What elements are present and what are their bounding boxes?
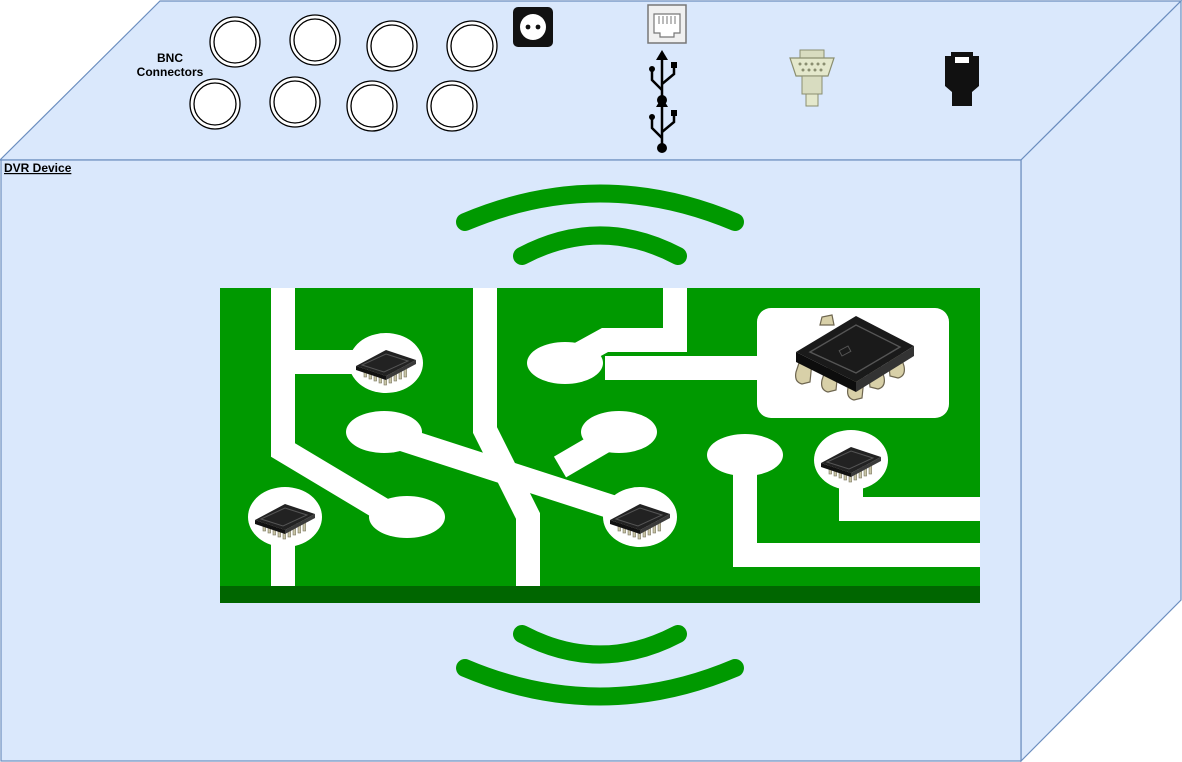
vga-serial-port-icon: [789, 49, 835, 107]
bnc-label-line2: Connectors: [137, 65, 204, 79]
bnc-connector: [269, 76, 321, 128]
ic-chip: [348, 332, 424, 394]
main-processor-chip: [757, 308, 949, 418]
ethernet-rj45-icon: [647, 4, 687, 44]
circuit-board: [220, 288, 980, 603]
wireless-signal-icon: [456, 625, 744, 706]
power-socket-icon: [513, 7, 553, 47]
circuit-pads: [346, 342, 783, 538]
bnc-connector: [346, 80, 398, 132]
bnc-connector: [209, 16, 261, 68]
ic-chip: [602, 486, 678, 548]
board-edge: [220, 586, 980, 603]
bnc-connector: [189, 78, 241, 130]
ic-chip: [813, 429, 889, 491]
hdmi-port-icon: [945, 52, 979, 106]
bnc-connector: [446, 20, 498, 72]
bnc-connector: [366, 20, 418, 72]
bnc-connector: [289, 14, 341, 66]
wireless-signal-icon: [456, 184, 744, 265]
ic-chip: [247, 486, 323, 548]
bnc-label-line1: BNC: [157, 51, 183, 65]
usb-icon: [649, 97, 677, 153]
bnc-connectors: [189, 14, 498, 132]
device-title: DVR Device: [4, 161, 72, 175]
bnc-connector: [426, 80, 478, 132]
device-top-face: [0, 0, 1182, 161]
